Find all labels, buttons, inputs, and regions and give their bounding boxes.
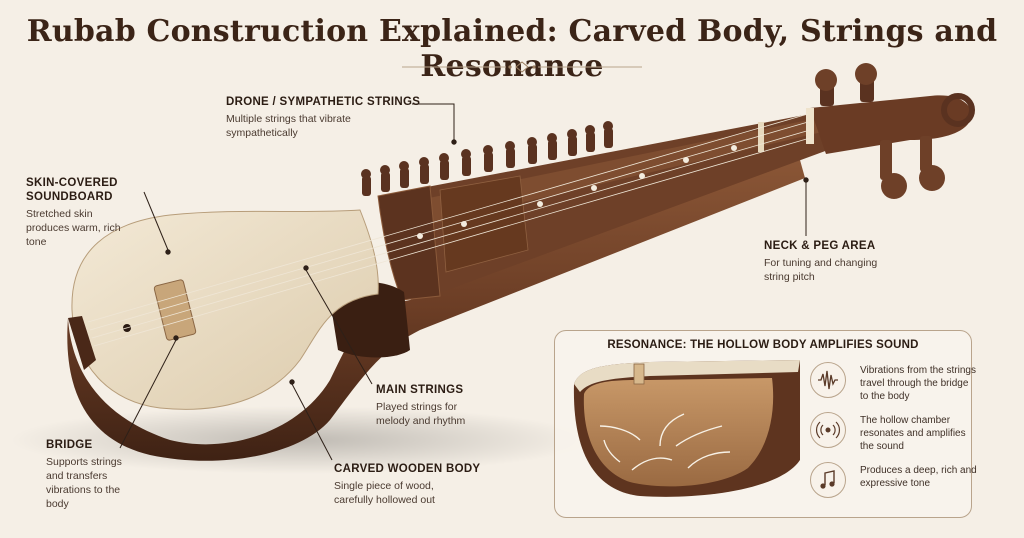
carved-body: [67, 160, 806, 461]
sympathetic-string-pegs: [361, 121, 613, 196]
resonance-title: RESONANCE: THE HOLLOW BODY AMPLIFIES SOU…: [607, 339, 919, 351]
music-note-icon: [810, 462, 846, 498]
label-soundboard: SKIN-COVERED SOUNDBOARD Stretched skin p…: [26, 176, 141, 249]
label-description: Multiple strings that vibrate sympatheti…: [226, 113, 351, 139]
sound-waves-icon: [810, 412, 846, 448]
label-main-strings: MAIN STRINGS Played strings for melody a…: [376, 383, 506, 428]
label-description: Supports strings and transfers vibration…: [46, 456, 122, 510]
tailpiece: [68, 316, 96, 370]
skin-soundboard: [71, 209, 379, 410]
top-tuning-pegs: [815, 63, 877, 106]
title-ornament: [402, 61, 642, 73]
label-neck-peg: NECK & PEG AREA For tuning and changing …: [764, 239, 944, 284]
feature-text: Produces a deep, rich and expressive ton…: [860, 465, 977, 489]
label-description: Stretched skin produces warm, rich tone: [26, 208, 121, 248]
waveform-icon: [810, 362, 846, 398]
label-carved-body: CARVED WOODEN BODY Single piece of wood,…: [334, 462, 494, 507]
label-description: Played strings for melody and rhythm: [376, 401, 466, 427]
main-strings: [87, 113, 811, 347]
label-heading: BRIDGE: [46, 439, 93, 451]
label-description: For tuning and changing string pitch: [764, 257, 878, 283]
label-heading: SKIN-COVERED SOUNDBOARD: [26, 177, 118, 203]
feature-text: Vibrations from the strings travel throu…: [860, 365, 976, 402]
label-heading: CARVED WOODEN BODY: [334, 463, 481, 475]
vibration-arrows: [599, 413, 731, 471]
label-bridge: BRIDGE Supports strings and transfers vi…: [46, 438, 136, 511]
pegbox: [810, 95, 972, 154]
neck-inlays: [417, 145, 737, 239]
label-heading: NECK & PEG AREA: [764, 240, 876, 252]
label-heading: MAIN STRINGS: [376, 384, 464, 396]
label-description: Single piece of wood, carefully hollowed…: [334, 480, 435, 506]
feature-text: The hollow chamber resonates and amplifi…: [860, 415, 966, 452]
label-heading: DRONE / SYMPATHETIC STRINGS: [226, 96, 421, 108]
side-tuning-pegs: [880, 136, 945, 199]
label-drone-strings: DRONE / SYMPATHETIC STRINGS Multiple str…: [226, 95, 436, 140]
carved-rosette: [377, 185, 441, 301]
